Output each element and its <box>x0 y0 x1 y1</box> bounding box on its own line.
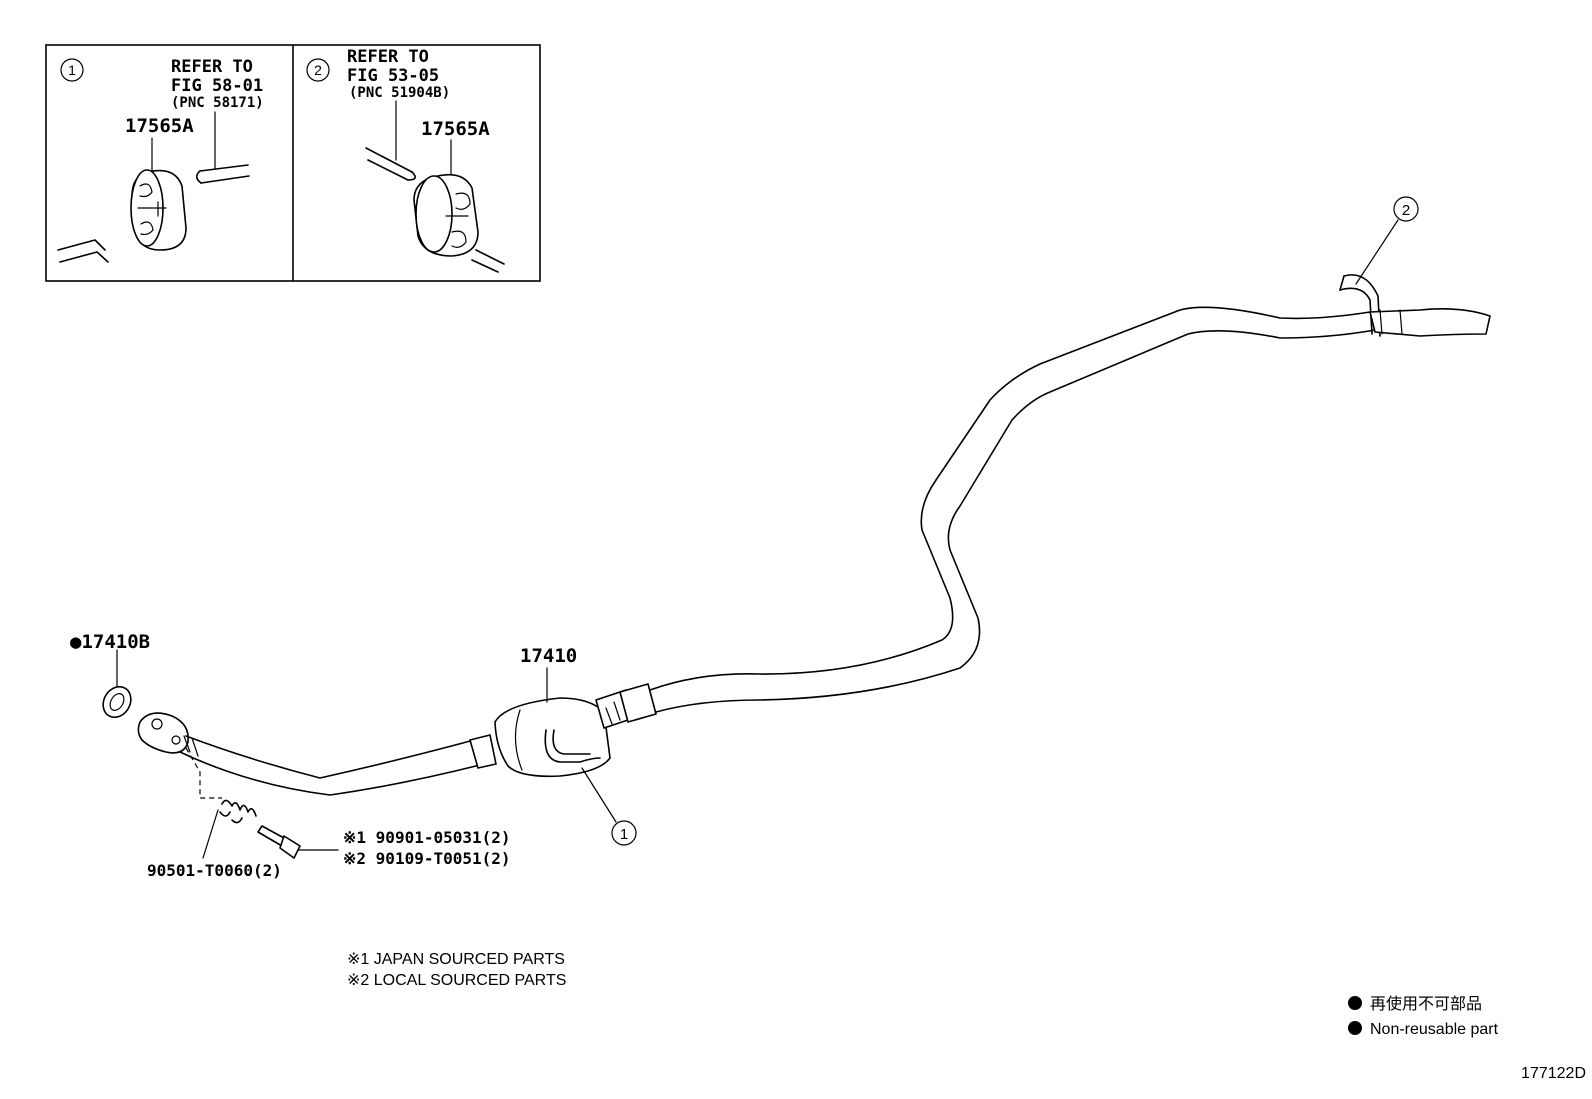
legend-bullet-icon <box>1348 996 1362 1010</box>
inset-2-hanger-icon <box>413 173 479 257</box>
note-local-sourced: ※2 LOCAL SOURCED PARTS <box>347 972 566 989</box>
inset-2-pnc: (PNC 51904B) <box>349 85 450 101</box>
inset-1-part-label: 17565A <box>125 115 194 137</box>
circle-marker-1-label: 1 <box>620 826 628 843</box>
inset-2-part-label: 17565A <box>421 118 490 140</box>
gasket-icon <box>102 685 132 719</box>
inset-2-rod <box>365 147 416 181</box>
inset-1-pnc: (PNC 58171) <box>171 95 264 111</box>
inset-1-refer-line2: FIG 58-01 <box>171 76 263 96</box>
label-17410B: ●17410B <box>70 631 150 653</box>
exhaust-pipe-assembly <box>137 274 1491 796</box>
legend-en: Non-reusable part <box>1370 1021 1499 1038</box>
spring-icon <box>219 799 257 824</box>
label-17410: 17410 <box>520 645 577 667</box>
bolt-icon <box>257 825 301 859</box>
circle-marker-1 <box>611 820 637 846</box>
inset-2-marker-circle <box>306 58 330 82</box>
legend-jp: 再使用不可部品 <box>1370 995 1482 1013</box>
inset-1-pipe <box>57 239 109 263</box>
label-bolt-part-1: ※1 90901-05031(2) <box>343 828 511 847</box>
inset-2-refer-line1: REFER TO <box>347 47 429 67</box>
legend: 再使用不可部品 Non-reusable part <box>1348 995 1499 1038</box>
label-spring-part: 90501-T0060(2) <box>147 861 282 880</box>
inset-box <box>45 44 541 282</box>
inset-1-rod <box>195 164 250 184</box>
inset-1-marker: 1 <box>68 62 76 78</box>
inset-1: 1 REFER TO FIG 58-01 (PNC 58171) 17565A <box>57 57 264 263</box>
note-japan-sourced: ※1 JAPAN SOURCED PARTS <box>347 951 565 968</box>
rear-hanger-bracket <box>1339 274 1381 337</box>
figure-id: 177122D <box>1521 1065 1586 1082</box>
inset-2-refer-line2: FIG 53-05 <box>347 66 439 86</box>
catalytic-converter <box>494 697 611 778</box>
inset-2-marker: 2 <box>314 62 322 78</box>
inset-1-hanger-icon <box>130 169 187 251</box>
inset-2: 2 REFER TO FIG 53-05 (PNC 51904B) 17565A <box>306 47 505 273</box>
legend-bullet-icon <box>1348 1021 1362 1035</box>
inset-1-marker-circle <box>60 58 84 82</box>
circle-marker-2-label: 2 <box>1402 202 1410 219</box>
inset-2-pipe <box>471 249 505 273</box>
label-bolt-part-2: ※2 90109-T0051(2) <box>343 849 511 868</box>
circle-marker-2 <box>1393 196 1419 222</box>
inset-1-refer-line1: REFER TO <box>171 57 253 77</box>
front-flange <box>137 712 189 754</box>
